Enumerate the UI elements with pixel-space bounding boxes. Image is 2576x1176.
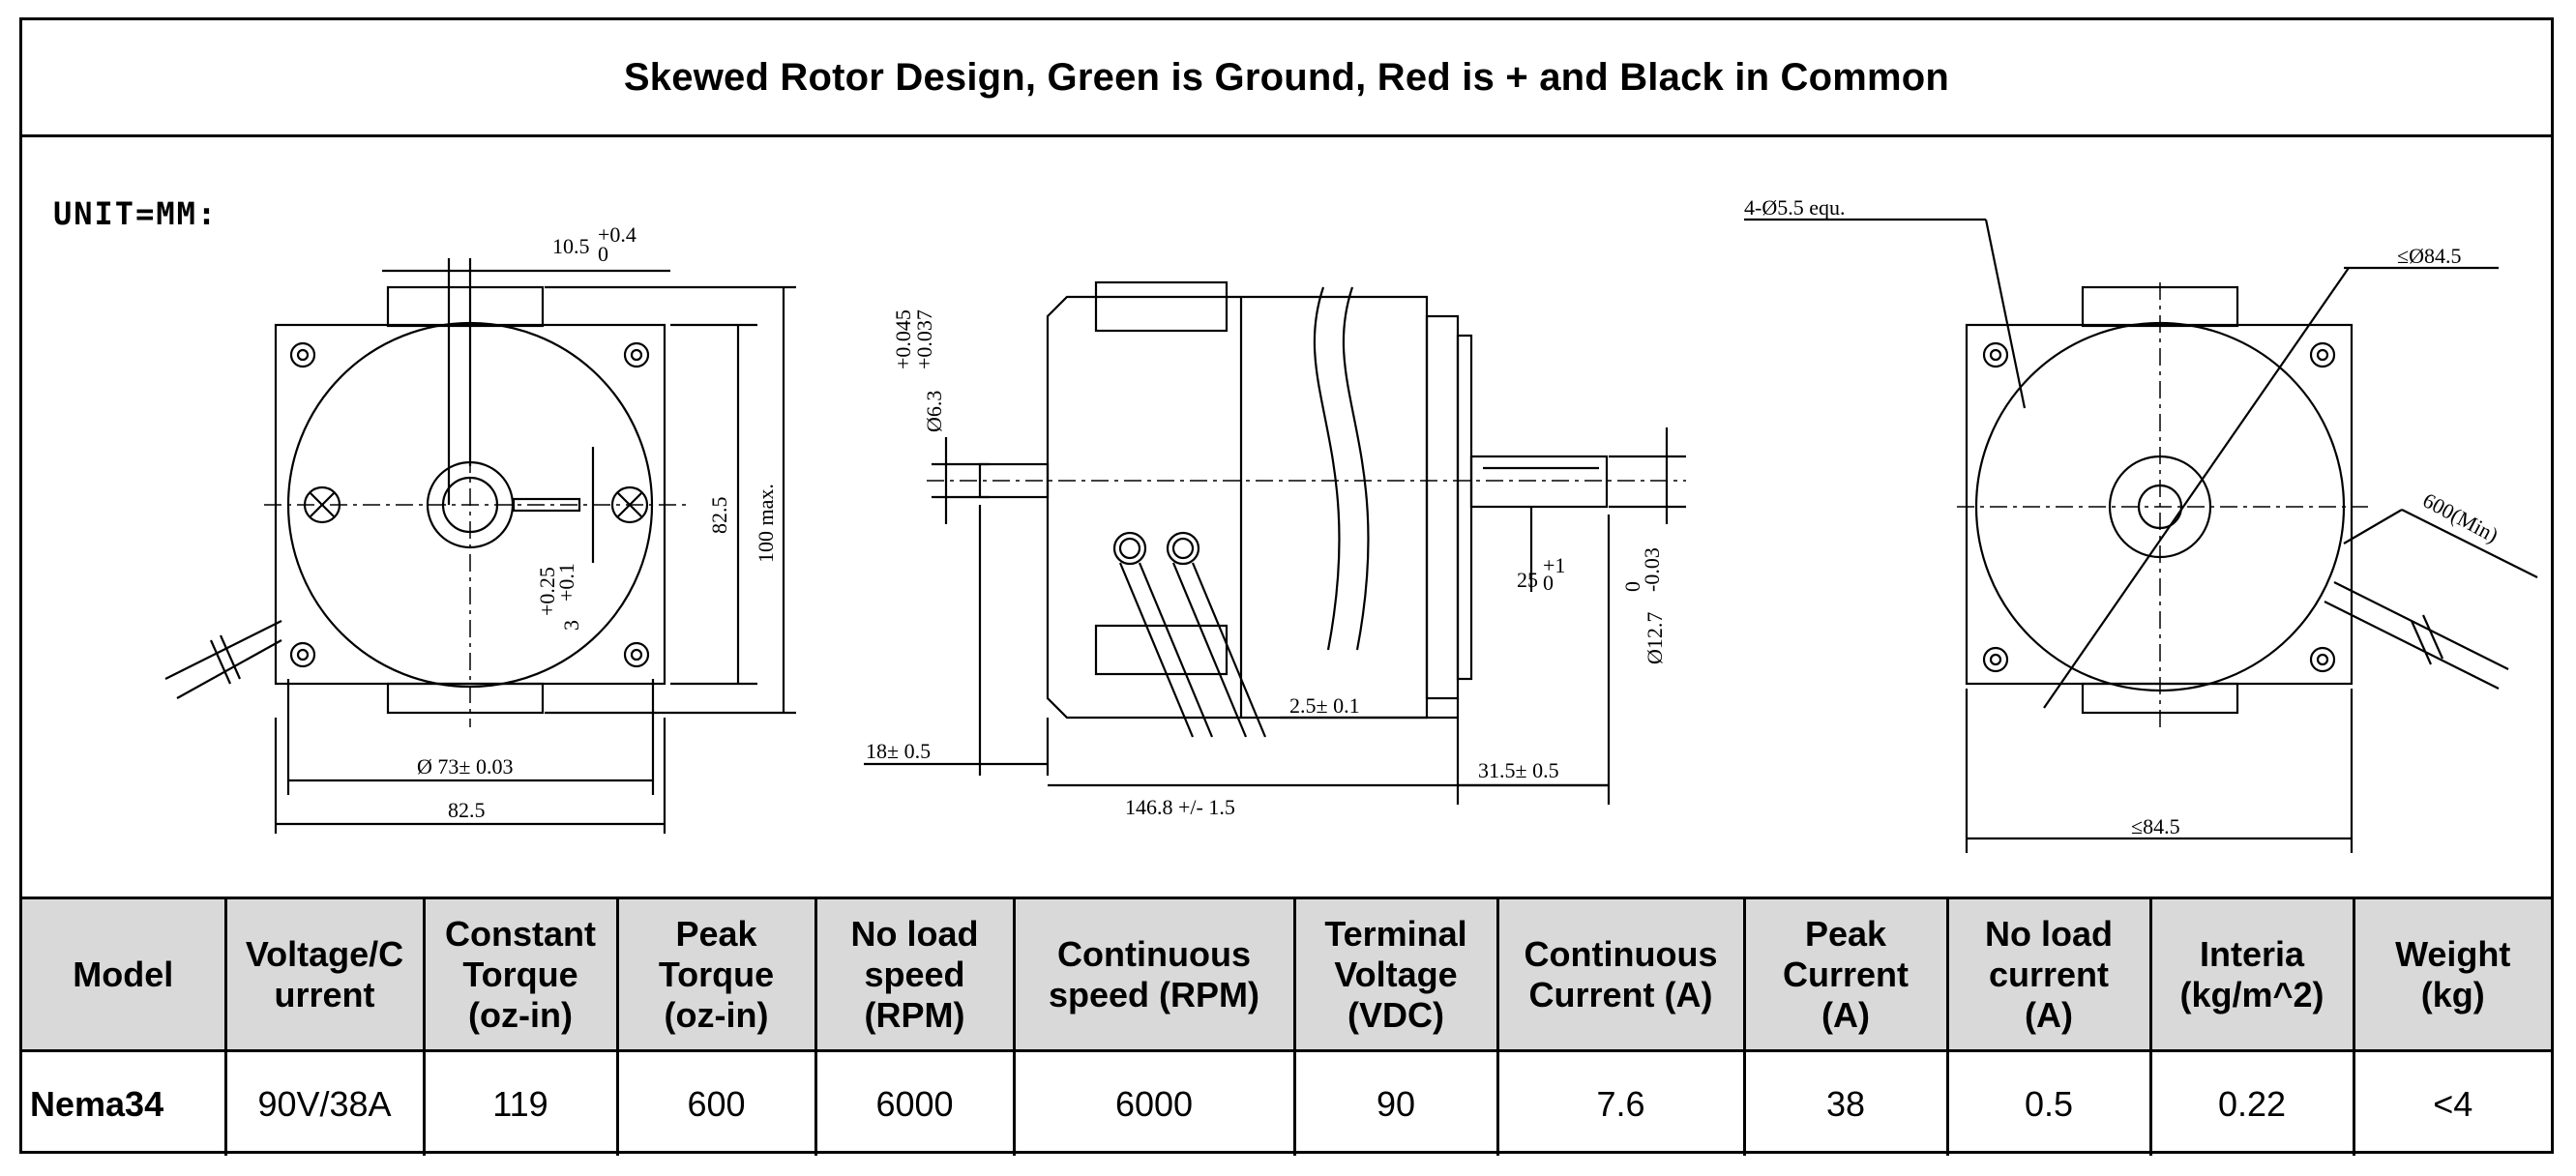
table-cell: 0.22 [2148, 1049, 2355, 1156]
column-header-line: No load [850, 913, 979, 954]
svg-text:82.5: 82.5 [707, 497, 731, 535]
column-header-line: current [1988, 954, 2110, 994]
front-view-left-labels: 10.5 +0.4 0 82.5 100 max. 3 +0.25 +0.1 Ø… [417, 222, 778, 822]
front-view-left [164, 258, 796, 834]
column-header-line: (kg/m^2) [2179, 974, 2324, 1014]
side-view [864, 280, 1686, 805]
svg-text:≤84.5: ≤84.5 [2131, 814, 2180, 838]
column-header-line: Weight [2395, 933, 2511, 974]
table-cell: 119 [422, 1049, 619, 1156]
svg-text:0: 0 [1543, 571, 1554, 595]
svg-text:146.8 +/- 1.5: 146.8 +/- 1.5 [1125, 795, 1235, 819]
drawing-svg: 10.5 +0.4 0 82.5 100 max. 3 +0.25 +0.1 Ø… [164, 195, 2538, 853]
column-header: Weight(kg) [2352, 899, 2551, 1052]
svg-text:4-Ø5.5 equ.: 4-Ø5.5 equ. [1744, 195, 1845, 220]
svg-text:18± 0.5: 18± 0.5 [866, 739, 931, 763]
svg-text:25: 25 [1517, 568, 1538, 592]
svg-text:10.5: 10.5 [552, 234, 590, 258]
column-header-line: urrent [274, 974, 375, 1014]
svg-text:31.5± 0.5: 31.5± 0.5 [1478, 758, 1559, 782]
side-view-labels: Ø6.3 +0.045 +0.037 18± 0.5 2.5± 0.1 31.5… [866, 309, 1667, 819]
svg-text:+0.4: +0.4 [598, 222, 637, 247]
column-header-line: Continuous [1057, 933, 1251, 974]
column-header-line: Current [1782, 954, 1909, 994]
column-header-line: speed [864, 954, 965, 994]
table-cell: 6000 [814, 1049, 1016, 1156]
table-cell: 90 [1292, 1049, 1499, 1156]
column-header-line: (oz-in) [468, 994, 573, 1035]
column-header-line: Constant [445, 913, 596, 954]
column-header-line: Voltage [1334, 954, 1458, 994]
table-cell: 90V/38A [223, 1049, 426, 1156]
column-header-line: Current (A) [1528, 974, 1713, 1014]
column-header-line: Continuous [1524, 933, 1718, 974]
svg-text:-0.03: -0.03 [1640, 547, 1664, 592]
column-header-line: Interia [2199, 933, 2305, 974]
table-cell: 0.5 [1945, 1049, 2152, 1156]
table-cell: 6000 [1012, 1049, 1296, 1156]
column-header-line: No load [1985, 913, 2113, 954]
column-header: Interia(kg/m^2) [2148, 899, 2355, 1052]
table-cell: 38 [1742, 1049, 1949, 1156]
svg-text:0: 0 [1620, 581, 1644, 592]
column-header-line: Torque [658, 954, 775, 994]
column-header-line: Model [73, 954, 174, 994]
svg-text:+0.037: +0.037 [912, 309, 936, 369]
svg-text:+0.25: +0.25 [535, 567, 559, 616]
column-header-line: Voltage/C [245, 933, 404, 974]
svg-text:2.5± 0.1: 2.5± 0.1 [1289, 693, 1360, 718]
svg-text:Ø6.3: Ø6.3 [922, 391, 946, 432]
column-header-line: Terminal [1324, 913, 1467, 954]
svg-text:3: 3 [559, 620, 583, 631]
sheet-title: Skewed Rotor Design, Green is Ground, Re… [623, 55, 1950, 99]
table-cell: 600 [615, 1049, 817, 1156]
column-header-line: Torque [462, 954, 578, 994]
svg-text:Ø12.7: Ø12.7 [1643, 612, 1667, 664]
column-header-line: (kg) [2420, 974, 2485, 1014]
spec-sheet-frame: Skewed Rotor Design, Green is Ground, Re… [19, 17, 2554, 1156]
svg-text:+1: +1 [1543, 553, 1565, 577]
svg-text:≤Ø84.5: ≤Ø84.5 [2397, 244, 2461, 268]
column-header-line: (RPM) [864, 994, 965, 1035]
svg-text:0: 0 [598, 242, 608, 266]
column-header: Model [22, 899, 227, 1052]
column-header-line: (A) [1821, 994, 1870, 1035]
title-row: Skewed Rotor Design, Green is Ground, Re… [22, 20, 2551, 137]
unit-label: UNIT=MM: [53, 195, 219, 232]
column-header-line: (A) [2025, 994, 2073, 1035]
column-header-line: speed (RPM) [1048, 974, 1260, 1014]
table-cell: <4 [2352, 1049, 2551, 1156]
svg-text:82.5: 82.5 [448, 798, 486, 822]
technical-drawing: UNIT=MM: [22, 137, 2551, 899]
table-cell: 7.6 [1495, 1049, 1746, 1156]
svg-text:+0.045: +0.045 [891, 309, 915, 369]
svg-text:Ø 73± 0.03: Ø 73± 0.03 [417, 754, 513, 779]
column-header-line: Peak [1804, 913, 1887, 954]
svg-text:+0.1: +0.1 [554, 563, 578, 602]
column-header-line: Peak [675, 913, 757, 954]
column-header-line: (VDC) [1347, 994, 1444, 1035]
front-view-right [1744, 218, 2538, 853]
column-header-line: (oz-in) [664, 994, 769, 1035]
svg-text:100 max.: 100 max. [754, 484, 778, 563]
model-cell: Nema34 [22, 1049, 227, 1156]
